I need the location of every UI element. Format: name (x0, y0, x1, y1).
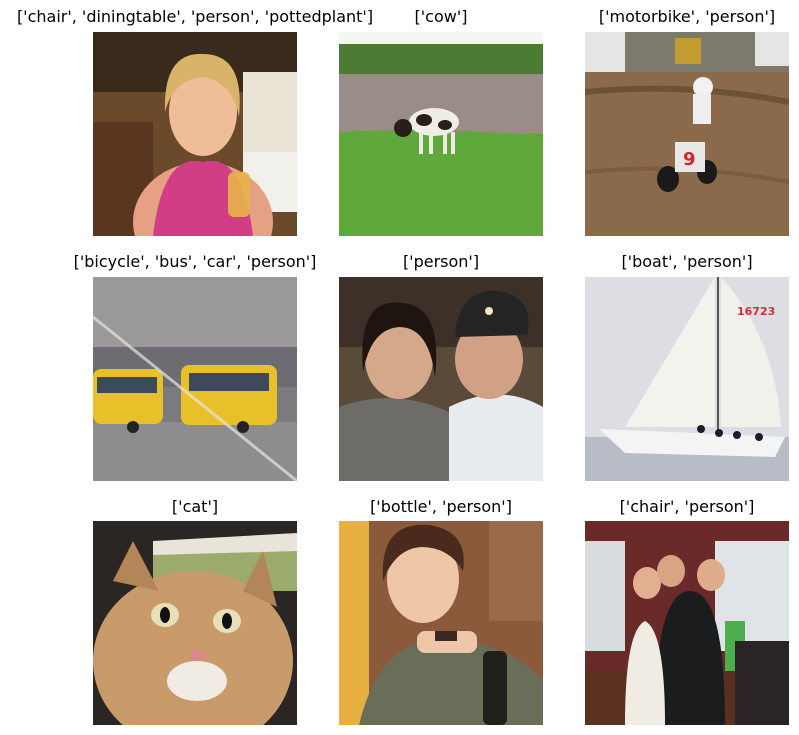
cell-title-6: ['boat', 'person'] (621, 252, 753, 271)
cell-title-5: ['person'] (402, 252, 480, 271)
cell-title-9: ['chair', 'person'] (619, 497, 755, 516)
cell-title-7: ['cat'] (171, 497, 219, 516)
photo-restaurant-woman (93, 32, 297, 236)
photo-street-bus (93, 277, 297, 481)
photo-woman-bottle (339, 521, 543, 725)
cell-title-1: ['chair', 'diningtable', 'person', 'pott… (16, 7, 374, 26)
cell-title-2: ['cow'] (414, 7, 468, 26)
cell-title-4: ['bicycle', 'bus', 'car', 'person'] (73, 252, 317, 271)
photo-motocross: 9 (585, 32, 789, 236)
photo-couple (339, 277, 543, 481)
photo-cat (93, 521, 297, 725)
svg-text:16723: 16723 (737, 305, 775, 318)
cell-title-3: ['motorbike', 'person'] (598, 7, 776, 26)
photo-sailboat: 16723 (585, 277, 789, 481)
photo-cow-field (339, 32, 543, 236)
svg-text:9: 9 (683, 149, 696, 170)
cell-title-8: ['bottle', 'person'] (370, 497, 512, 516)
photo-family (585, 521, 789, 725)
